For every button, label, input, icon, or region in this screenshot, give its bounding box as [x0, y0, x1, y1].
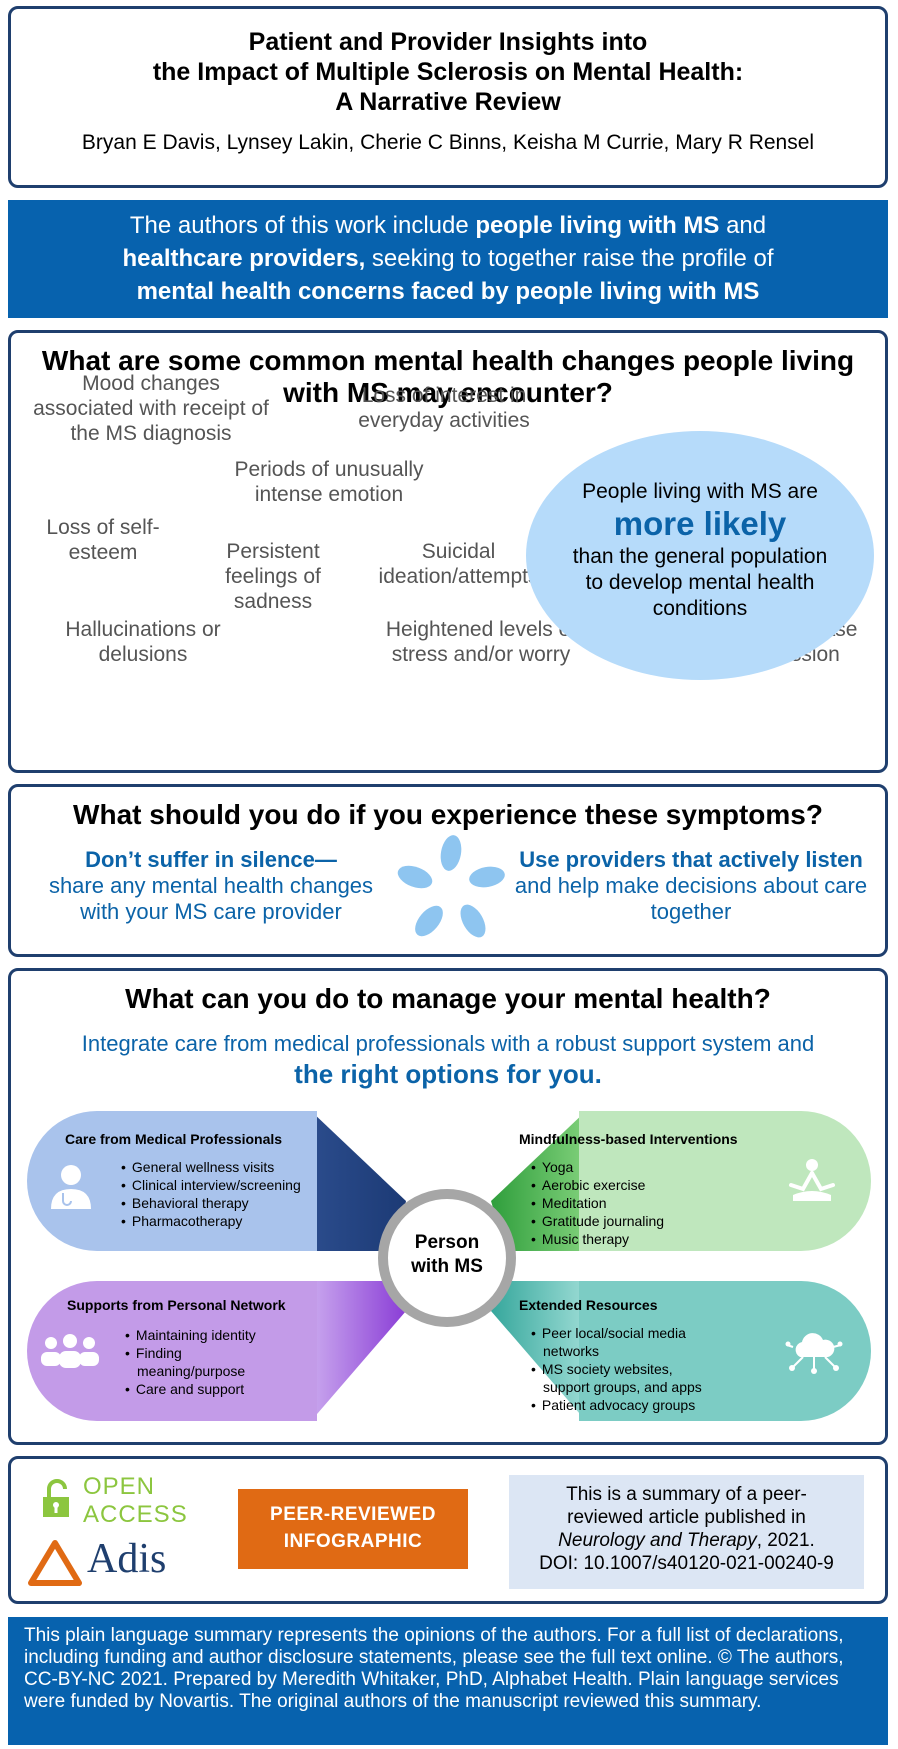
meditation-icon — [787, 1157, 837, 1208]
what-to-do-section: What should you do if you experience the… — [8, 784, 888, 957]
list-item: Patient advocacy groups — [531, 1396, 721, 1414]
item-hallucinations: Hallucinations or delusions — [65, 618, 221, 666]
list-item: Aerobic exercise — [531, 1176, 664, 1194]
open-label: OPEN — [83, 1473, 156, 1500]
citation-journal-line: Neurology and Therapy, 2021. — [509, 1529, 864, 1552]
list-item: Clinical interview/screening — [121, 1176, 301, 1194]
personal-network-list: Maintaining identity Finding meaning/pur… — [125, 1326, 285, 1398]
list-item: Meditation — [531, 1194, 664, 1212]
item-suicidal-ideation: Suicidal ideation/attempts — [378, 540, 539, 588]
more-likely-callout: People living with MS are more likely th… — [526, 431, 874, 680]
peer-reviewed-badge: PEER-REVIEWED INFOGRAPHIC — [238, 1489, 468, 1569]
dont-suffer-text: share any mental health changes with you… — [48, 873, 374, 924]
section-heading-changes: What are some common mental health chang… — [41, 345, 855, 408]
manage-emphasis: the right options for you. — [294, 1059, 602, 1089]
citation-box: This is a summary of a peer-reviewed art… — [509, 1475, 864, 1589]
doi-text: DOI: 10.1007/s40120-021-00240-9 — [539, 1553, 834, 1574]
callout-line-3: than the general population to develop m… — [572, 545, 828, 620]
item-loss-of-self-esteem: Loss of self-esteem — [46, 516, 160, 564]
hands-circle-icon — [397, 835, 505, 943]
section-heading-what-to-do: What should you do if you experience the… — [73, 799, 823, 830]
footer-disclaimer: This plain language summary represents t… — [8, 1617, 888, 1745]
mindfulness-title: Mindfulness-based Interventions — [519, 1131, 738, 1147]
list-item: Care and support — [125, 1380, 285, 1398]
access-label: ACCESS — [83, 1501, 188, 1528]
banner-text-2: and — [719, 212, 767, 239]
item-loss-of-interest: Loss of interest in everyday activities — [358, 384, 530, 432]
item-intense-emotion: Periods of unusually intense emotion — [234, 458, 424, 506]
callout-emphasis: more likely — [613, 505, 787, 542]
banner-bold-2: healthcare providers, — [122, 245, 366, 272]
mental-health-changes-section: What are some common mental health chang… — [8, 330, 888, 773]
title-line-1: Patient and Provider Insights into — [248, 28, 648, 56]
peer-line-1: PEER-REVIEWED — [270, 1504, 436, 1525]
list-item: Maintaining identity — [125, 1326, 285, 1344]
item-persistent-sadness: Persistent feelings of sadness — [225, 540, 321, 613]
authors-banner: The authors of this work include people … — [8, 200, 888, 318]
banner-bold-1: people living with MS — [475, 212, 720, 239]
extended-resources-title: Extended Resources — [519, 1297, 658, 1313]
author-list: Bryan E Davis, Lynsey Lakin, Cherie C Bi… — [81, 131, 815, 154]
section-heading-manage: What can you do to manage your mental he… — [125, 983, 771, 1014]
personal-network-card: Supports from Personal Network Maintaini… — [27, 1281, 317, 1421]
mindfulness-card: Mindfulness-based Interventions Yoga Aer… — [519, 1111, 871, 1251]
list-item: Music therapy — [531, 1230, 664, 1248]
doctor-icon — [49, 1163, 93, 1214]
padlock-icon — [41, 1479, 71, 1524]
active-listening-bold: Use providers that actively listen — [519, 847, 863, 872]
list-item: Pharmacotherapy — [121, 1212, 301, 1230]
banner-bold-3: mental health concerns faced by people l… — [136, 278, 760, 305]
group-icon — [39, 1331, 101, 1376]
medical-care-title: Care from Medical Professionals — [65, 1131, 283, 1147]
publication-info-section: OPEN ACCESS Adis PEER-REVIEWED INFOGRAPH… — [8, 1456, 888, 1604]
adis-wordmark: Adis — [87, 1536, 167, 1582]
title-line-3: A Narrative Review — [335, 88, 561, 116]
journal-name: Neurology and Therapy — [558, 1530, 757, 1551]
journal-year: , 2021. — [756, 1530, 815, 1551]
extended-resources-list: Peer local/social media networks MS soci… — [531, 1324, 721, 1414]
title-box: Patient and Provider Insights into the I… — [8, 6, 888, 188]
list-item: Peer local/social media networks — [531, 1324, 721, 1360]
banner-text-1: The authors of this work include — [129, 212, 476, 239]
dont-suffer-advice: Don’t suffer in silence— share any menta… — [31, 847, 391, 925]
wedge-personal — [311, 1281, 406, 1421]
item-mood-changes: Mood changes associated with receipt of … — [33, 372, 269, 445]
manage-subtitle: Integrate care from medical professional… — [81, 1031, 815, 1056]
list-item: Gratitude journaling — [531, 1212, 664, 1230]
list-item: Behavioral therapy — [121, 1194, 301, 1212]
manage-mental-health-section: What can you do to manage your mental he… — [8, 968, 888, 1445]
callout-line-1: People living with MS are — [582, 480, 818, 503]
active-listening-advice: Use providers that actively listen and h… — [511, 847, 871, 925]
person-with-ms-circle: Person with MS — [378, 1189, 516, 1327]
page-title: Patient and Provider Insights into the I… — [11, 27, 885, 117]
medical-care-card: Care from Medical Professionals General … — [27, 1111, 317, 1251]
list-item: Yoga — [531, 1158, 664, 1176]
wedge-medical — [311, 1111, 406, 1251]
list-item: Finding meaning/purpose — [125, 1344, 285, 1380]
adis-triangle-icon — [27, 1539, 83, 1592]
banner-text-3: seeking to together raise the profile of — [365, 245, 774, 272]
item-heightened-stress: Heightened levels of stress and/or worry — [385, 618, 577, 666]
dont-suffer-bold: Don’t suffer in silence— — [85, 847, 337, 872]
citation-intro: This is a summary of a peer-reviewed art… — [566, 1484, 807, 1528]
list-item: General wellness visits — [121, 1158, 301, 1176]
peer-line-2: INFOGRAPHIC — [283, 1531, 423, 1552]
disclaimer-text: This plain language summary represents t… — [24, 1625, 844, 1712]
medical-care-list: General wellness visits Clinical intervi… — [121, 1158, 301, 1230]
list-item: MS society websites, support groups, and… — [531, 1360, 721, 1396]
extended-resources-card: Extended Resources Peer local/social med… — [519, 1281, 871, 1421]
mindfulness-list: Yoga Aerobic exercise Meditation Gratitu… — [531, 1158, 664, 1248]
cloud-network-icon — [785, 1327, 843, 1380]
title-line-2: the Impact of Multiple Sclerosis on Ment… — [152, 58, 744, 86]
personal-network-title: Supports from Personal Network — [67, 1297, 286, 1313]
active-listening-text: and help make decisions about care toget… — [514, 873, 868, 924]
